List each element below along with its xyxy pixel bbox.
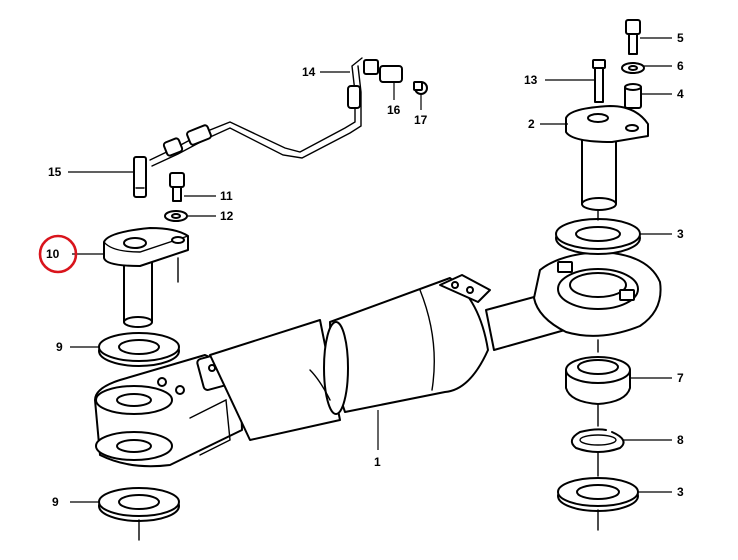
bolt-11 [169,172,185,202]
center-lines [138,209,599,541]
bushing-9-upper [98,332,180,367]
fitting-17 [413,81,428,95]
bushing-3-upper [555,218,641,255]
fitting-16 [363,59,403,83]
bolt-5 [625,19,641,55]
callout-11: 11 [220,189,233,203]
callout-6: 6 [677,59,684,73]
pin-plate-2 [565,105,649,211]
callout-1: 1 [374,455,381,469]
callout-7: 7 [677,371,684,385]
callout-16: 16 [387,103,401,117]
washer-6 [621,62,645,74]
bushing-3-lower [557,477,639,512]
bushing-9-lower [98,487,180,522]
hydraulic-tube [149,57,363,167]
callout-2: 2 [528,117,535,131]
callout-12: 12 [220,209,234,223]
cylinder-body [94,251,662,468]
callout-10-highlight-ring [38,234,78,274]
callout-4: 4 [677,87,684,101]
callout-10: 10 [46,247,60,261]
callout-15: 15 [48,165,62,179]
callout-9-upper: 9 [56,340,63,354]
callout-14: 14 [302,65,316,79]
washer-12 [164,210,188,222]
leader-lines [68,37,672,503]
callout-numbers: 1 2 3 3 4 5 6 7 8 9 9 10 11 12 13 14 15 … [46,31,684,509]
sleeve-4 [624,83,642,109]
callout-3-lower: 3 [677,485,684,499]
callout-13: 13 [524,73,538,87]
pin-13 [592,59,606,103]
callout-3-upper: 3 [677,227,684,241]
pin-15 [133,156,147,198]
pin-plate-10 [103,227,189,328]
callout-5: 5 [677,31,684,45]
callout-8: 8 [677,433,684,447]
snap-ring-8 [570,428,625,453]
callout-9-lower: 9 [52,495,59,509]
callout-17: 17 [414,113,428,127]
bearing-7 [565,356,631,405]
